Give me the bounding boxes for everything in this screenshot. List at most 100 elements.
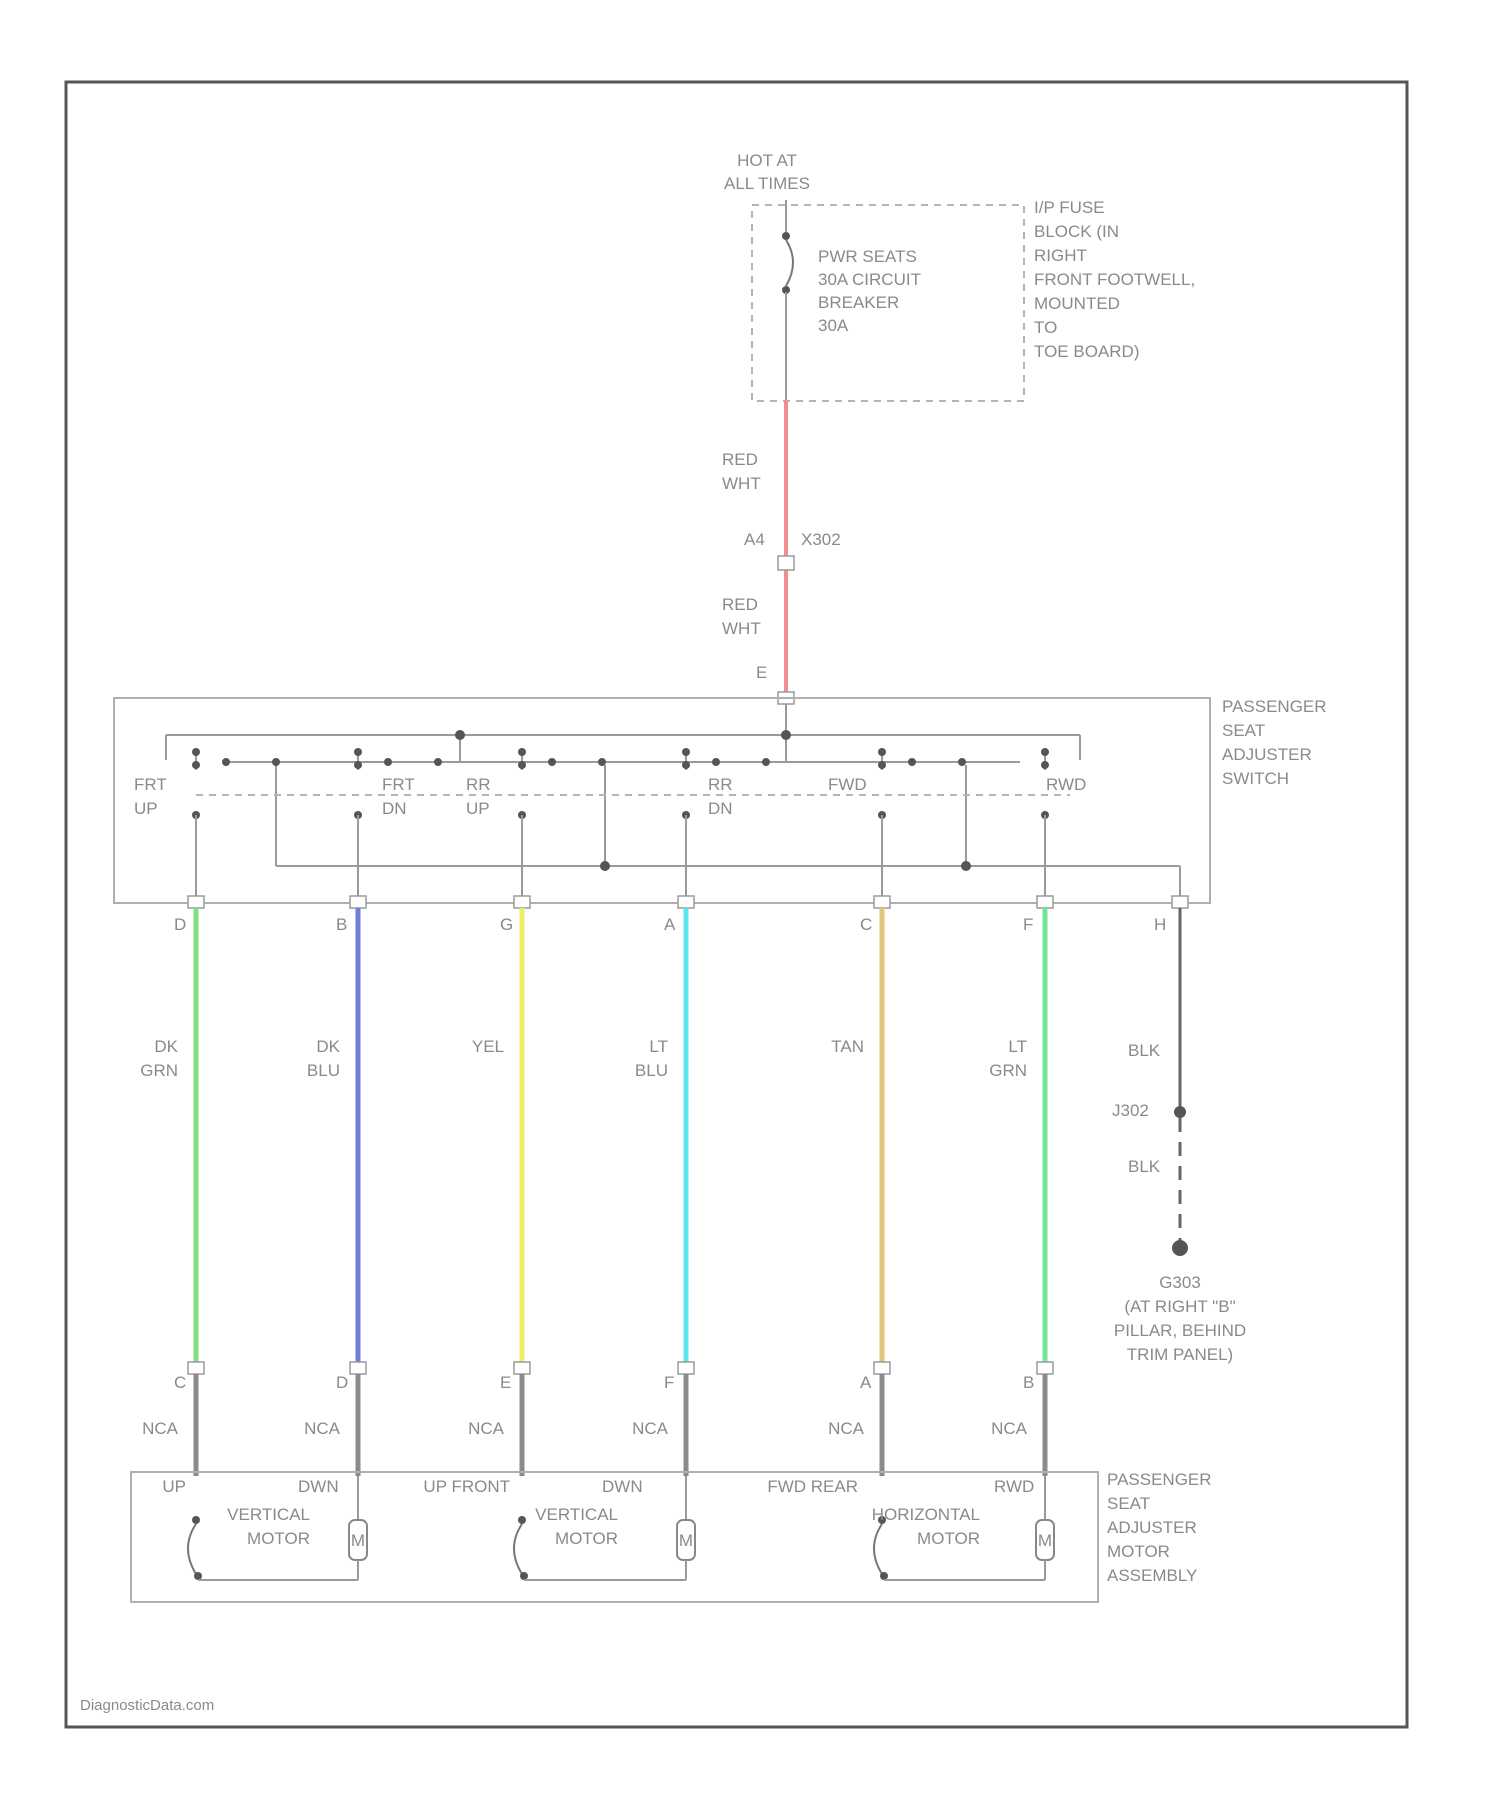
motor-pin-label: E — [500, 1373, 511, 1392]
svg-text:WHT: WHT — [722, 619, 761, 638]
switch-contacts — [192, 748, 1049, 900]
motor-terminal-label: DWN — [298, 1477, 339, 1496]
motor-pin-label: C — [174, 1373, 186, 1392]
motor-vertical-front: M VERTICAL MOTOR — [188, 1476, 367, 1580]
motor-terminal-label: RWD — [994, 1477, 1034, 1496]
motor-pin-connector — [514, 1362, 530, 1374]
svg-text:I/P FUSE: I/P FUSE — [1034, 198, 1105, 217]
feed-wire-label-top: RED WHT — [722, 450, 761, 493]
wire-color-label: BLU — [635, 1061, 668, 1080]
switch-position-label: FRT — [382, 775, 415, 794]
svg-text:MOTOR: MOTOR — [1107, 1542, 1170, 1561]
motor-pin-label: A — [860, 1373, 872, 1392]
ground-circuit: H BLK J302 BLK — [1112, 896, 1188, 1256]
switch-position-label: RR — [466, 775, 491, 794]
svg-text:MOUNTED: MOUNTED — [1034, 294, 1120, 313]
motor-label: HORIZONTAL — [872, 1505, 980, 1524]
circuit-wires: DDKGRNCNCABDKBLUDNCAGYELENCAALTBLUFNCACT… — [140, 896, 1053, 1476]
switch-pin-connector — [678, 896, 694, 908]
switch-position-rr-dn: RR DN — [708, 775, 733, 818]
switch-pin-label: D — [174, 915, 186, 934]
switch-pin-label: B — [336, 915, 347, 934]
motor-pin-connector — [350, 1362, 366, 1374]
wire-color-label: TAN — [831, 1037, 864, 1056]
watermark: DiagnosticData.com — [80, 1697, 214, 1714]
svg-text:(AT RIGHT "B": (AT RIGHT "B" — [1124, 1297, 1235, 1316]
circuit-tan: C TAN A NCA — [828, 896, 890, 1476]
feed-wire-label-bottom: RED WHT — [722, 595, 761, 638]
splice-label: J302 — [1112, 1101, 1149, 1120]
switch-pin-connector — [874, 896, 890, 908]
svg-text:BREAKER: BREAKER — [818, 293, 899, 312]
svg-text:ALL TIMES: ALL TIMES — [724, 174, 810, 193]
ground-splice — [1174, 1106, 1186, 1118]
motor-pin-connector — [1037, 1362, 1053, 1374]
wire-color-label: DK — [316, 1037, 340, 1056]
switch-position-fwd: FWD — [828, 775, 867, 794]
svg-text:SEAT: SEAT — [1107, 1494, 1150, 1513]
switch-position-label: RR — [708, 775, 733, 794]
motor-label: MOTOR — [555, 1529, 618, 1548]
wire-color-label: DK — [154, 1037, 178, 1056]
circuit-dk-blu: BDKBLUDNCA — [304, 896, 366, 1476]
svg-text:PWR SEATS: PWR SEATS — [818, 247, 917, 266]
switch-position-label: UP — [134, 799, 158, 818]
motor-assembly-label: PASSENGER SEAT ADJUSTER MOTOR ASSEMBLY — [1107, 1470, 1212, 1585]
svg-text:ASSEMBLY: ASSEMBLY — [1107, 1566, 1197, 1585]
motor-wire-label: NCA — [828, 1419, 865, 1438]
switch-position-label: DN — [382, 799, 407, 818]
wire-color-label: BLU — [307, 1061, 340, 1080]
switch-position-label: FRT — [134, 775, 167, 794]
svg-text:TO: TO — [1034, 318, 1057, 337]
svg-text:PILLAR, BEHIND: PILLAR, BEHIND — [1114, 1321, 1246, 1340]
motor-label: VERTICAL — [227, 1505, 310, 1524]
wire-color-label: GRN — [140, 1061, 178, 1080]
connector-id-label: X302 — [801, 530, 841, 549]
switch-position-rwd: RWD — [1046, 775, 1086, 794]
switch-contact — [878, 748, 966, 900]
motor-terminal-label: DWN — [602, 1477, 643, 1496]
switch-label: PASSENGER SEAT ADJUSTER SWITCH — [1222, 697, 1327, 788]
switch-position-label: UP — [466, 799, 490, 818]
motor-symbol-letter: M — [351, 1531, 365, 1550]
motor-label: MOTOR — [917, 1529, 980, 1548]
connector-pin-label: A4 — [744, 530, 765, 549]
ground-wire-label-top: BLK — [1128, 1041, 1161, 1060]
motor-pin-connector — [678, 1362, 694, 1374]
motor-wire-label: NCA — [991, 1419, 1028, 1438]
switch-power-bus — [166, 704, 1080, 762]
svg-text:SEAT: SEAT — [1222, 721, 1265, 740]
hot-label: HOT AT ALL TIMES — [724, 151, 810, 193]
switch-contact — [682, 748, 770, 900]
switch-position-frt-up: FRT UP — [134, 775, 167, 818]
switch-position-frt-dn: FRT DN — [382, 775, 415, 818]
svg-text:SWITCH: SWITCH — [1222, 769, 1289, 788]
switch-feed-pin-label: E — [756, 663, 767, 682]
motor-terminal-label: FWD REAR — [767, 1477, 858, 1496]
motor-terminal-label: UP — [162, 1477, 186, 1496]
fuse-block-label: I/P FUSE BLOCK (IN RIGHT FRONT FOOTWELL,… — [1034, 198, 1195, 361]
motor-wire-label: NCA — [468, 1419, 505, 1438]
svg-text:G303: G303 — [1159, 1273, 1201, 1292]
switch-pin-label: G — [500, 915, 513, 934]
switch-pin-connector — [350, 896, 366, 908]
motor-label: MOTOR — [247, 1529, 310, 1548]
svg-text:30A CIRCUIT: 30A CIRCUIT — [818, 270, 921, 289]
switch-pin-connector — [514, 896, 530, 908]
switch-pin-connector — [1037, 896, 1053, 908]
switch-contact — [518, 748, 606, 900]
wire-color-label: LT — [649, 1037, 668, 1056]
svg-text:RED: RED — [722, 595, 758, 614]
svg-text:TOE BOARD): TOE BOARD) — [1034, 342, 1139, 361]
motor-symbol-letter: M — [679, 1531, 693, 1550]
motor-pin-label: B — [1023, 1373, 1034, 1392]
motor-label: VERTICAL — [535, 1505, 618, 1524]
svg-text:RIGHT: RIGHT — [1034, 246, 1087, 265]
switch-pin-label: C — [860, 915, 872, 934]
switch-position-label: DN — [708, 799, 733, 818]
